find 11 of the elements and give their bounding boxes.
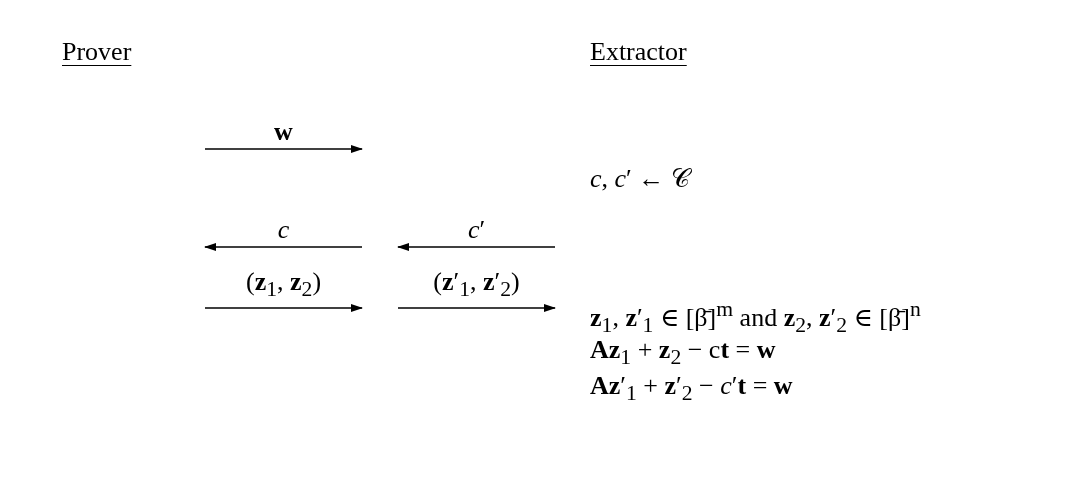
message-label: c′ [466,216,487,245]
column-heading: Extractor [590,38,687,67]
message-label: (z$_{1}$, z$_{2}$) [244,268,323,302]
math-statement: Az$_{1}$ + z$_{2}$ − ct = w [590,336,776,370]
message-label: c [276,216,291,245]
message-label: w [273,118,294,147]
math-statement: c, c′ ← 𝒞 [590,165,690,194]
message-label: (z′$_{1}$, z′$_{2}$) [432,268,521,302]
column-heading: Prover [62,38,132,67]
math-statement: Az′$_{1}$ + z′$_{2}$ − c′t = w [590,372,793,406]
math-statement: z$_{1}$, z′$_{1}$ ∈ [β̄]$^{m}$ and z$_{2}$, z′$_{2}$ ∈ [β̄]$^{n}$ [590,298,921,338]
